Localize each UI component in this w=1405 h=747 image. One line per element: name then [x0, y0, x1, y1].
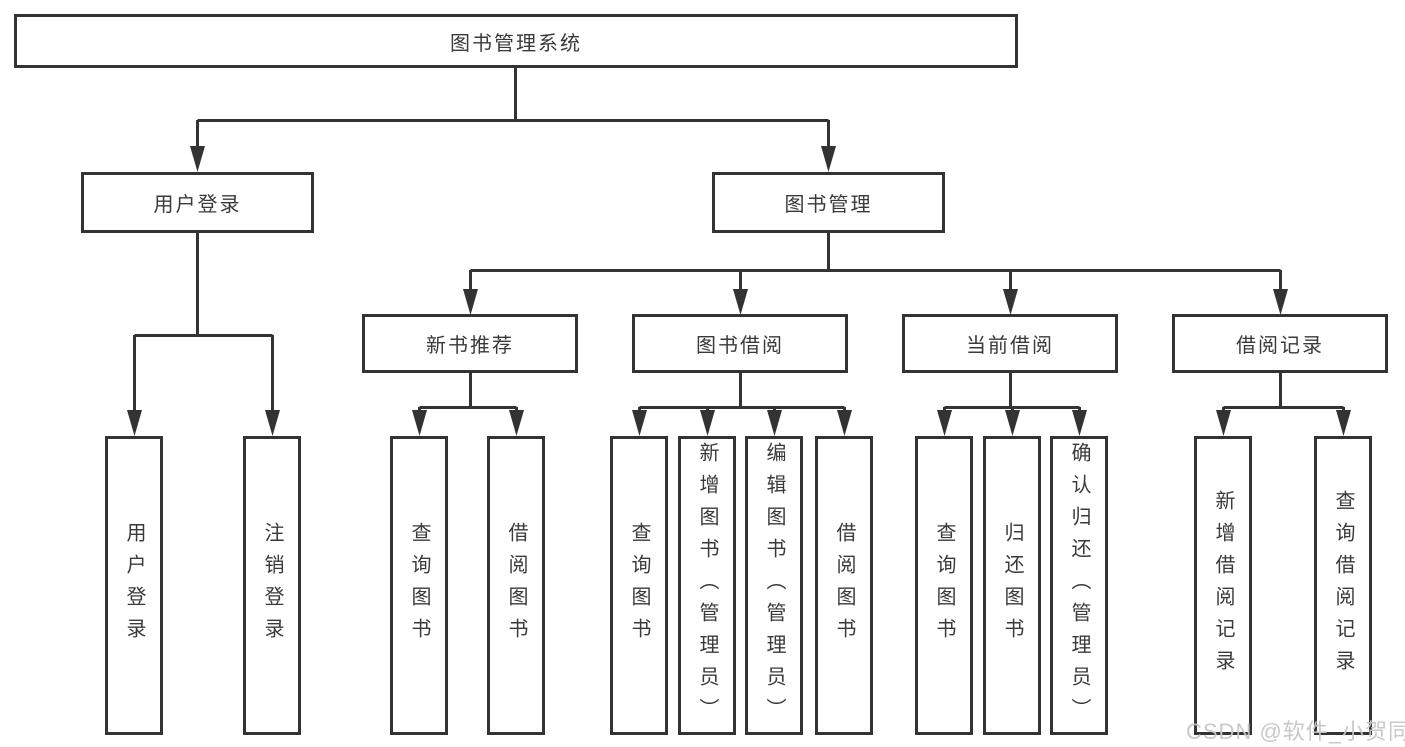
leaf-query-books-current-label: 查询图书: [933, 521, 955, 650]
leaf-query-books-rec: 查询图书: [390, 436, 448, 735]
leaf-logout: 注销登录: [243, 436, 301, 735]
leaf-query-books-label: 查询图书: [628, 521, 650, 650]
node-user-login: 用户登录: [81, 172, 314, 233]
leaf-borrow-books-rec-label: 借阅图书: [505, 521, 527, 650]
node-root-system: 图书管理系统: [14, 14, 1018, 68]
leaf-add-books-admin: 新增图书（管理员）: [678, 436, 736, 735]
leaf-add-borrow-record-label: 新增借阅记录: [1212, 489, 1234, 682]
node-user-login-label: 用户登录: [153, 194, 242, 216]
leaf-borrow-books-rec: 借阅图书: [487, 436, 545, 735]
leaf-add-books-admin-label: 新增图书（管理员）: [696, 441, 718, 730]
csdn-watermark: CSDN @软件_小贺同学: [1186, 719, 1405, 744]
leaf-query-books: 查询图书: [610, 436, 668, 735]
leaf-return-books-label: 归还图书: [1001, 521, 1023, 650]
leaf-confirm-return-admin-label: 确认归还（管理员）: [1068, 441, 1090, 730]
leaf-query-books-rec-label: 查询图书: [408, 521, 430, 650]
node-book-borrowing: 图书借阅: [632, 314, 848, 373]
leaf-query-books-current: 查询图书: [915, 436, 973, 735]
node-current-borrowing: 当前借阅: [902, 314, 1118, 373]
leaf-borrow-books-label: 借阅图书: [833, 521, 855, 650]
node-book-management-label: 图书管理: [784, 194, 873, 216]
leaf-confirm-return-admin: 确认归还（管理员）: [1050, 436, 1108, 735]
leaf-return-books: 归还图书: [983, 436, 1041, 735]
leaf-add-borrow-record: 新增借阅记录: [1194, 436, 1252, 735]
node-root-label: 图书管理系统: [450, 32, 582, 55]
node-book-borrowing-label: 图书借阅: [696, 335, 784, 357]
node-current-borrowing-label: 当前借阅: [966, 335, 1054, 357]
leaf-query-borrow-record-label: 查询借阅记录: [1332, 489, 1354, 682]
node-borrowing-records-label: 借阅记录: [1236, 335, 1324, 357]
leaf-user-login: 用户登录: [105, 436, 163, 735]
node-new-book-recommend: 新书推荐: [362, 314, 578, 373]
node-book-management: 图书管理: [712, 172, 945, 233]
leaf-edit-books-admin: 编辑图书（管理员）: [745, 436, 803, 735]
node-borrowing-records: 借阅记录: [1172, 314, 1388, 373]
leaf-user-login-label: 用户登录: [123, 521, 145, 650]
node-new-book-recommend-label: 新书推荐: [426, 335, 514, 357]
leaf-borrow-books: 借阅图书: [815, 436, 873, 735]
leaf-logout-label: 注销登录: [261, 521, 283, 650]
leaf-edit-books-admin-label: 编辑图书（管理员）: [763, 441, 785, 730]
leaf-query-borrow-record: 查询借阅记录: [1314, 436, 1372, 735]
